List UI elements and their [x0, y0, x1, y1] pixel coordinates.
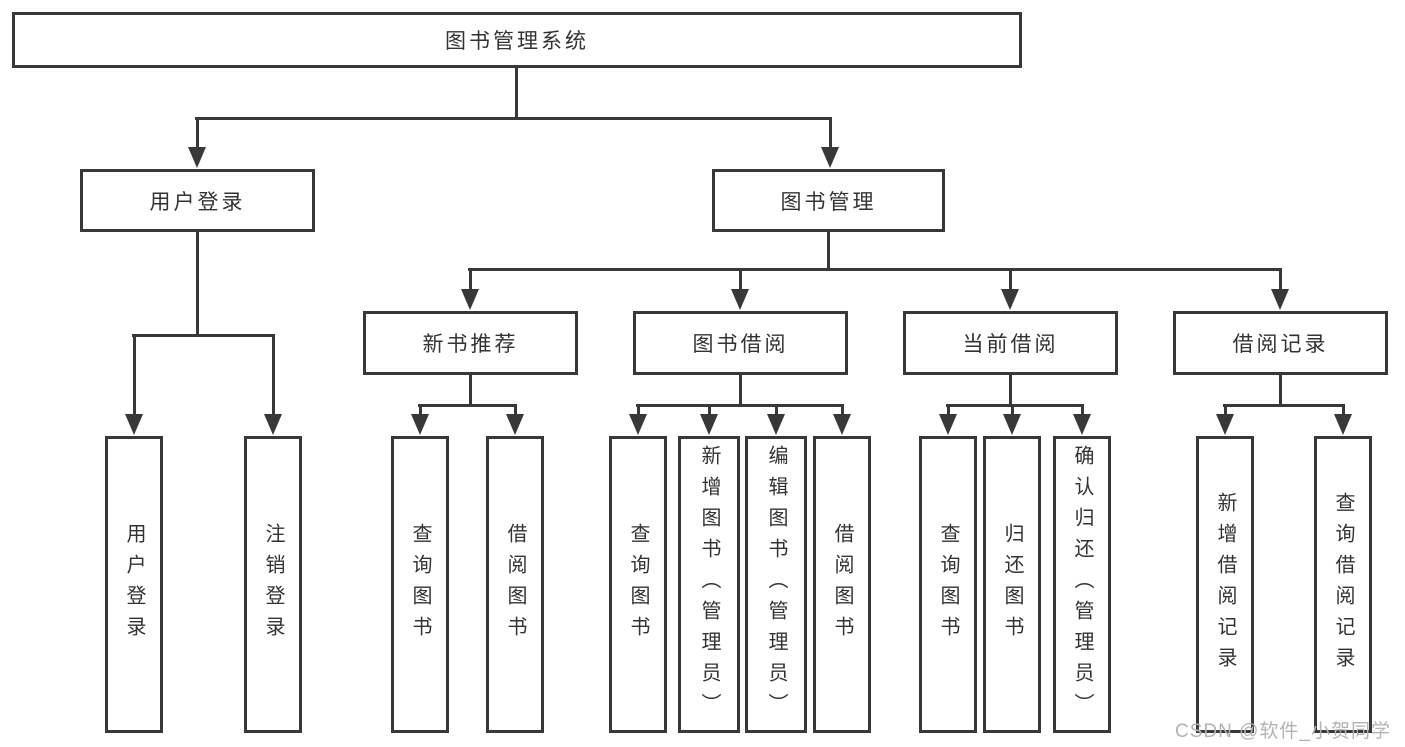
arrowhead-icon: [1073, 414, 1091, 435]
node-bb-borrow-books: 借阅图书: [813, 436, 871, 733]
node-book-borrow-label: 图书借阅: [692, 333, 789, 356]
connector-line: [827, 232, 830, 268]
connector-line: [418, 404, 517, 407]
arrowhead-icon: [506, 414, 524, 435]
connector-line: [195, 117, 832, 120]
connector-line: [708, 404, 711, 416]
connector-line: [1009, 268, 1012, 291]
node-bb-add-books-admin-label: 新增图书（管理员）: [698, 445, 720, 724]
connector-line: [132, 334, 275, 337]
node-logout-action-label: 注销登录: [262, 522, 284, 647]
connector-line: [1081, 404, 1084, 416]
connector-line: [1279, 268, 1282, 291]
node-book-management: 图书管理: [712, 169, 945, 232]
connector-line: [739, 268, 742, 291]
node-br-query-record: 查询借阅记录: [1314, 436, 1372, 733]
node-nb-query-books: 查询图书: [391, 436, 449, 733]
node-br-add-record: 新增借阅记录: [1196, 436, 1254, 733]
node-nb-borrow-books: 借阅图书: [486, 436, 544, 733]
node-book-management-label: 图书管理: [780, 190, 877, 214]
arrowhead-icon: [411, 414, 429, 435]
arrowhead-icon: [264, 414, 282, 435]
arrowhead-icon: [629, 414, 647, 435]
node-cb-return-books-label: 归还图书: [1001, 522, 1023, 647]
node-user-login: 用户登录: [80, 169, 315, 232]
node-borrow-records: 借阅记录: [1173, 311, 1388, 375]
node-bb-add-books-admin: 新增图书（管理员）: [678, 436, 740, 733]
arrowhead-icon: [125, 414, 143, 435]
arrowhead-icon: [461, 289, 479, 310]
node-user-login-label: 用户登录: [149, 190, 246, 214]
node-cb-confirm-return-admin: 确认归还（管理员）: [1053, 436, 1111, 733]
connector-line: [272, 334, 275, 416]
node-bb-edit-books-admin-label: 编辑图书（管理员）: [765, 445, 787, 724]
connector-line: [841, 404, 844, 416]
node-cb-query-books-label: 查询图书: [937, 522, 959, 647]
connector-line: [469, 375, 472, 404]
node-cb-return-books: 归还图书: [983, 436, 1041, 733]
connector-line: [469, 268, 472, 291]
arrowhead-icon: [1216, 414, 1234, 435]
connector-line: [196, 232, 199, 334]
arrowhead-icon: [939, 414, 957, 435]
arrowhead-icon: [700, 414, 718, 435]
connector-line: [637, 404, 640, 416]
connector-line: [514, 404, 517, 416]
connector-line: [636, 404, 844, 407]
connector-line: [1342, 404, 1345, 416]
node-bb-edit-books-admin: 编辑图书（管理员）: [745, 436, 807, 733]
connector-line: [1224, 404, 1227, 416]
arrowhead-icon: [731, 289, 749, 310]
node-current-borrow-label: 当前借阅: [962, 333, 1059, 356]
connector-line: [1011, 404, 1014, 416]
connector-line: [829, 117, 832, 149]
node-new-book-recommend: 新书推荐: [363, 311, 578, 375]
node-borrow-records-label: 借阅记录: [1232, 333, 1329, 356]
connector-line: [515, 68, 518, 117]
node-nb-borrow-books-label: 借阅图书: [504, 522, 526, 647]
node-br-add-record-label: 新增借阅记录: [1214, 491, 1236, 678]
node-user-login-action-label: 用户登录: [123, 522, 145, 647]
connector-line: [1279, 375, 1282, 404]
node-cb-confirm-return-admin-label: 确认归还（管理员）: [1071, 445, 1093, 724]
node-root-label: 图书管理系统: [445, 30, 589, 53]
connector-line: [946, 404, 1084, 407]
arrowhead-icon: [188, 147, 206, 168]
arrowhead-icon: [833, 414, 851, 435]
node-current-borrow: 当前借阅: [903, 311, 1118, 375]
node-bb-borrow-books-label: 借阅图书: [831, 522, 853, 647]
arrowhead-icon: [767, 414, 785, 435]
node-bb-query-books: 查询图书: [609, 436, 667, 733]
connector-line: [947, 404, 950, 416]
connector-line: [133, 334, 136, 416]
connector-line: [1223, 404, 1345, 407]
connector-line: [739, 375, 742, 404]
watermark: CSDN @软件_小贺同学: [1175, 721, 1391, 742]
node-new-book-recommend-label: 新书推荐: [422, 333, 519, 356]
arrowhead-icon: [1003, 414, 1021, 435]
node-root: 图书管理系统: [12, 12, 1022, 68]
arrowhead-icon: [1001, 289, 1019, 310]
node-bb-query-books-label: 查询图书: [627, 522, 649, 647]
connector-line: [775, 404, 778, 416]
node-user-login-action: 用户登录: [105, 436, 163, 733]
connector-line: [1009, 375, 1012, 404]
connector-line: [468, 268, 1282, 271]
node-cb-query-books: 查询图书: [919, 436, 977, 733]
node-logout-action: 注销登录: [244, 436, 302, 733]
node-br-query-record-label: 查询借阅记录: [1332, 491, 1354, 678]
node-nb-query-books-label: 查询图书: [409, 522, 431, 647]
connector-line: [419, 404, 422, 416]
arrowhead-icon: [1271, 289, 1289, 310]
arrowhead-icon: [1334, 414, 1352, 435]
connector-line: [196, 117, 199, 149]
node-book-borrow: 图书借阅: [633, 311, 848, 375]
arrowhead-icon: [821, 147, 839, 168]
